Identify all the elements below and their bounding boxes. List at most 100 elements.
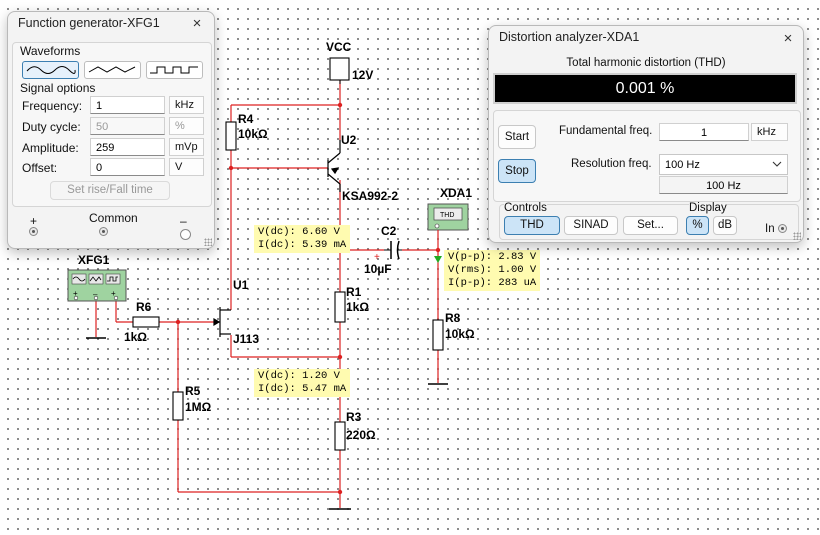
svg-text:1kΩ: 1kΩ [124, 330, 147, 344]
waveforms-label: Waveforms [20, 44, 81, 58]
duty-cycle-input[interactable]: 50 [90, 117, 165, 135]
junctions [175, 102, 441, 495]
fundamental-freq-label: Fundamental freq. [559, 125, 653, 137]
minus-terminal[interactable] [180, 229, 191, 240]
duty-cycle-unit: % [169, 117, 204, 135]
svg-text:R1: R1 [346, 285, 362, 299]
probe-vdc: V(dc): 6.60 V [258, 226, 340, 238]
window-title: Distortion analyzer-XDA1 [499, 30, 640, 44]
svg-text:R5: R5 [185, 384, 201, 398]
svg-text:R6: R6 [136, 300, 152, 314]
svg-text:R4: R4 [238, 112, 254, 126]
svg-text:10µF: 10µF [364, 262, 392, 276]
close-icon[interactable]: × [192, 15, 202, 32]
set-button[interactable]: Set... [623, 216, 678, 235]
duty-cycle-label: Duty cycle: [22, 120, 81, 134]
fundamental-freq-unit[interactable]: kHz [751, 123, 788, 141]
resistor-r5[interactable]: R5 1MΩ [172, 384, 212, 421]
chevron-down-icon [772, 161, 782, 167]
resistor-r6[interactable]: R6 1kΩ [124, 300, 160, 344]
square-wave-icon [150, 66, 198, 74]
svg-text:R3: R3 [346, 410, 362, 424]
start-button[interactable]: Start [498, 125, 536, 149]
svg-text:+: + [111, 289, 116, 298]
signal-options-label: Signal options [20, 81, 96, 95]
svg-text:1kΩ: 1kΩ [346, 300, 369, 314]
common-terminal[interactable] [99, 227, 108, 236]
frequency-unit[interactable]: kHz [169, 96, 204, 114]
close-icon[interactable]: × [783, 30, 793, 47]
percent-display-button[interactable]: % [686, 216, 709, 235]
offset-label: Offset: [22, 161, 58, 175]
thd-button[interactable]: THD [504, 216, 560, 235]
display-label: Display [689, 202, 727, 214]
resolution-freq-readout: 100 Hz [659, 176, 788, 194]
capacitor-c2[interactable]: + C2 10µF [364, 224, 402, 276]
db-display-button[interactable]: dB [713, 216, 737, 235]
offset-unit[interactable]: V [169, 158, 204, 176]
thd-readout-display: 0.001 % [493, 73, 797, 104]
stop-button[interactable]: Stop [498, 159, 536, 183]
function-generator-window[interactable]: Function generator-XFG1 × Waveforms Sign… [7, 11, 215, 249]
triangle-wave-button[interactable] [84, 61, 141, 79]
svg-text:KSA992-2: KSA992-2 [342, 189, 398, 203]
plus-terminal[interactable] [29, 227, 38, 236]
offset-input[interactable]: 0 [90, 158, 165, 176]
svg-text:VCC: VCC [326, 40, 352, 54]
sine-wave-button[interactable] [22, 61, 79, 79]
svg-text:U1: U1 [233, 278, 249, 292]
plus-terminal-label: + [30, 214, 38, 228]
resize-grip[interactable] [793, 232, 801, 240]
svg-text:+: + [73, 289, 78, 298]
svg-text:THD: THD [440, 212, 454, 219]
transistor-u2[interactable]: U2 KSA992-2 [327, 120, 398, 203]
controls-label: Controls [504, 202, 547, 214]
svg-text:12V: 12V [352, 68, 373, 82]
fundamental-freq-input[interactable]: 1 [659, 123, 749, 141]
svg-text:–: – [93, 290, 98, 299]
resolution-freq-select[interactable]: 100 Hz [659, 154, 788, 175]
probe-vrms: V(rms): 1.00 V [448, 264, 537, 276]
input-terminal[interactable] [778, 224, 787, 233]
svg-text:1MΩ: 1MΩ [185, 400, 212, 414]
svg-text:C2: C2 [381, 224, 397, 238]
triangle-wave-icon [88, 66, 136, 73]
sinad-button[interactable]: SINAD [564, 216, 618, 235]
probe-ipp: I(p-p): 283 uA [448, 277, 537, 289]
input-label: In [765, 223, 775, 235]
frequency-input[interactable]: 1 [90, 96, 165, 114]
xfg1-instrument[interactable]: XFG1 + – + [67, 253, 127, 302]
minus-terminal-label: – [180, 214, 187, 228]
xda1-instrument[interactable]: XDA1 THD [427, 186, 472, 250]
amplitude-label: Amplitude: [22, 141, 79, 155]
probe-idc: I(dc): 5.47 mA [258, 383, 347, 395]
vcc-source[interactable]: VCC 12V [326, 40, 373, 84]
square-wave-button[interactable] [146, 61, 203, 79]
amplitude-input[interactable]: 259 [90, 138, 165, 156]
set-rise-fall-button[interactable]: Set rise/Fall time [50, 181, 170, 200]
jfet-u1[interactable]: U1 J113 [213, 278, 259, 346]
svg-text:J113: J113 [233, 332, 259, 346]
svg-text:XFG1: XFG1 [78, 253, 110, 267]
svg-text:10kΩ: 10kΩ [445, 327, 475, 341]
resolution-freq-value: 100 Hz [665, 159, 700, 171]
window-title: Function generator-XFG1 [18, 16, 160, 30]
svg-text:XDA1: XDA1 [440, 186, 472, 200]
probe-idc: I(dc): 5.39 mA [258, 239, 347, 251]
resize-grip[interactable] [204, 238, 212, 246]
distortion-analyzer-window[interactable]: Distortion analyzer-XDA1 × Total harmoni… [488, 25, 804, 243]
probe-vpp: V(p-p): 2.83 V [448, 251, 537, 263]
thd-heading: Total harmonic distortion (THD) [566, 57, 726, 69]
resistor-r3[interactable]: R3 220Ω [334, 410, 376, 451]
svg-text:U2: U2 [341, 133, 357, 147]
resistor-r1[interactable]: R1 1kΩ [334, 285, 369, 323]
resistor-r8[interactable]: R8 10kΩ [432, 311, 475, 351]
common-terminal-label: Common [89, 211, 138, 225]
resistor-r4[interactable]: R4 10kΩ [225, 112, 268, 151]
ground-symbols [86, 337, 448, 510]
amplitude-unit[interactable]: mVp [169, 138, 204, 156]
svg-text:+: + [374, 252, 380, 263]
